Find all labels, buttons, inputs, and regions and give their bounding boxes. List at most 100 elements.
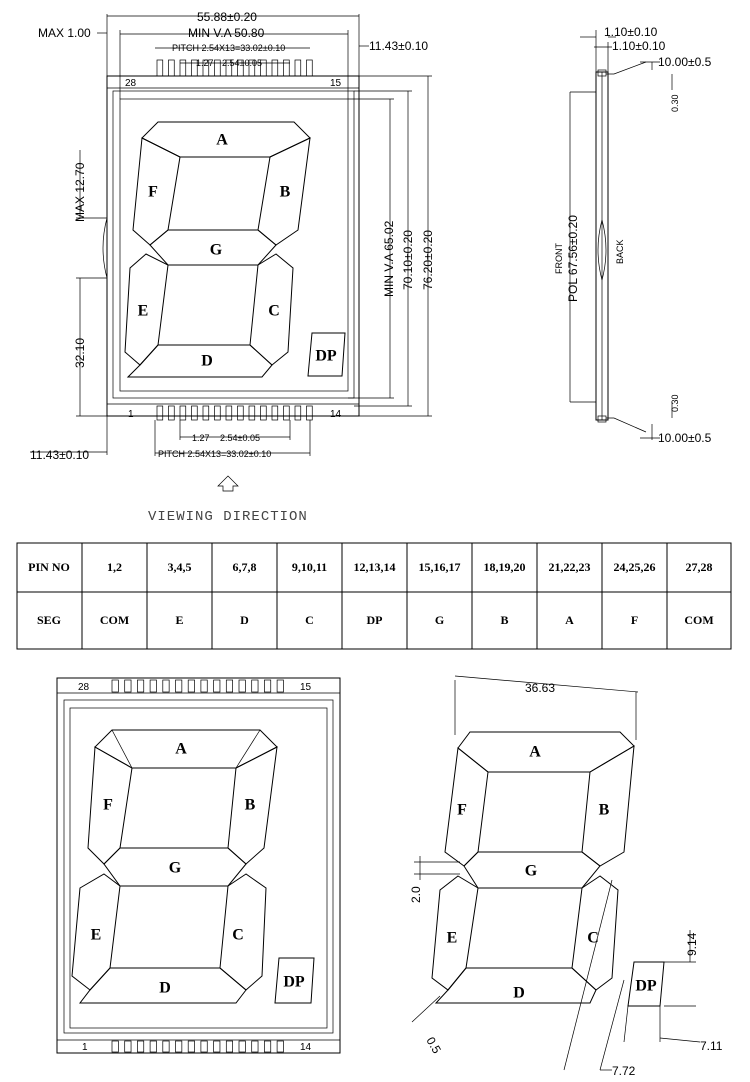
bl-pin-1: 1 xyxy=(82,1042,88,1053)
pin xyxy=(191,59,198,77)
pin xyxy=(187,1040,195,1053)
pin xyxy=(306,405,313,421)
dim-pitch-step-bot: 2.54±0.05 xyxy=(220,433,260,443)
pin-no-cell: 27,28 xyxy=(686,560,713,574)
pin-no-cell: 6,7,8 xyxy=(233,560,257,574)
pin xyxy=(200,679,208,693)
br-seg-b: B xyxy=(599,802,610,819)
bl-pin-28: 28 xyxy=(78,682,90,693)
pin xyxy=(276,1040,284,1053)
pin xyxy=(111,679,119,693)
dim-pitch-step-top: 2.54±0.05 xyxy=(222,58,262,68)
pin xyxy=(260,405,267,421)
pin xyxy=(213,1040,221,1053)
dim-pitch-bot: PITCH 2.54X13=33.02±0.10 xyxy=(158,449,271,459)
side-back: BACK xyxy=(615,239,625,264)
pin xyxy=(294,405,302,421)
seg-cell: COM xyxy=(100,613,129,627)
seg-label-e: E xyxy=(138,303,149,320)
dim-32: 32.10 xyxy=(73,338,87,368)
pin-no-cell: 9,10,11 xyxy=(292,560,327,574)
pin xyxy=(149,1040,157,1053)
segment-dp xyxy=(307,332,346,377)
br-dim-width: 36.63 xyxy=(525,681,555,695)
seg-label-dp: DP xyxy=(315,348,337,365)
pin-no-header: PIN NO xyxy=(28,560,70,574)
dim-width: 55.88±0.20 xyxy=(197,10,257,24)
pin-no-cell: 3,4,5 xyxy=(168,560,192,574)
br-dim-seg-w: 7.72 xyxy=(612,1064,636,1078)
pin xyxy=(264,1040,272,1053)
glass-outline xyxy=(106,75,360,417)
side-pol: POL 67.56±0.20 xyxy=(566,215,580,302)
side-view: 1.10±0.10 1.10±0.10 10.00±0.5 0.30 FRONT… xyxy=(554,25,712,445)
dim-pitch-small-bot: 1.27 xyxy=(192,433,210,443)
pin xyxy=(124,679,132,693)
seg-label-b: B xyxy=(280,184,291,201)
pin xyxy=(238,679,246,693)
pin xyxy=(179,405,187,421)
dim-left-offset: 11.43±0.10 xyxy=(30,448,89,462)
pin xyxy=(200,1040,208,1053)
pin xyxy=(225,59,233,77)
pin xyxy=(251,1040,259,1053)
pin xyxy=(225,1040,234,1053)
pin xyxy=(168,405,175,421)
pin xyxy=(214,405,221,421)
pin xyxy=(137,1040,145,1053)
pin xyxy=(260,59,267,77)
pin xyxy=(294,59,302,77)
bl-pin-15: 15 xyxy=(300,682,312,693)
top-seven-segment: A F B G E C D DP xyxy=(124,121,346,378)
br-dim-dp-w: 7.11 xyxy=(700,1039,723,1053)
viewing-direction: VIEWING DIRECTION xyxy=(148,509,308,525)
pin-table: PIN NO SEG 1,2COM3,4,5E6,7,8D9,10,11C12,… xyxy=(16,542,732,650)
pin-label-1: 1 xyxy=(128,409,134,420)
pin xyxy=(156,59,164,77)
pin xyxy=(202,59,210,77)
pin xyxy=(214,59,221,77)
seg-cell: G xyxy=(435,613,444,627)
seg-cell: C xyxy=(305,613,314,627)
pin xyxy=(179,59,187,77)
pin-no-cell: 15,16,17 xyxy=(419,560,461,574)
pin xyxy=(283,59,290,77)
br-seg-e: E xyxy=(447,930,458,947)
pin xyxy=(248,405,256,421)
pin xyxy=(225,405,233,421)
pin xyxy=(111,1040,119,1053)
br-dim-bevel: 0.5 xyxy=(423,1035,444,1057)
pin xyxy=(237,59,244,77)
seg-cell: DP xyxy=(367,613,383,627)
dim-76: 76.20±0.20 xyxy=(421,230,435,290)
br-dim-dp-h: 9.14 xyxy=(685,932,699,956)
pin xyxy=(271,405,279,421)
side-front: FRONT xyxy=(554,243,564,274)
pin xyxy=(156,405,164,421)
pin xyxy=(237,405,244,421)
pin-label-28: 28 xyxy=(125,78,137,89)
pin xyxy=(162,1040,170,1053)
bl-seg-f: F xyxy=(103,797,113,814)
dim-right-offset: 11.43±0.10 xyxy=(369,39,428,53)
dim-max-left: MAX 1.00 xyxy=(38,26,91,40)
pin xyxy=(238,1040,246,1053)
br-seg-d: D xyxy=(513,985,525,1002)
pin xyxy=(276,679,284,693)
seg-cell: A xyxy=(565,613,574,627)
bottom-right-view: 36.63 2.0 0.5 7.72 9.14 7.11 A F B G E C… xyxy=(409,675,723,1078)
pin-no-cell: 18,19,20 xyxy=(484,560,526,574)
dim-pitch-small-top: 1.27 xyxy=(196,58,214,68)
seg-label-g: G xyxy=(210,242,223,259)
pin-no-cell: 21,22,23 xyxy=(549,560,591,574)
dim-max-height: MAX 12.70 xyxy=(73,162,87,222)
pin xyxy=(251,679,259,693)
pin xyxy=(162,679,170,693)
dim-110b: 1.10±0.10 xyxy=(612,39,666,53)
viewing-arrow-icon xyxy=(217,475,239,492)
pin xyxy=(124,1040,132,1053)
bl-seg-b: B xyxy=(245,797,256,814)
pin xyxy=(271,59,279,77)
pin-no-cell: 12,13,14 xyxy=(354,560,396,574)
